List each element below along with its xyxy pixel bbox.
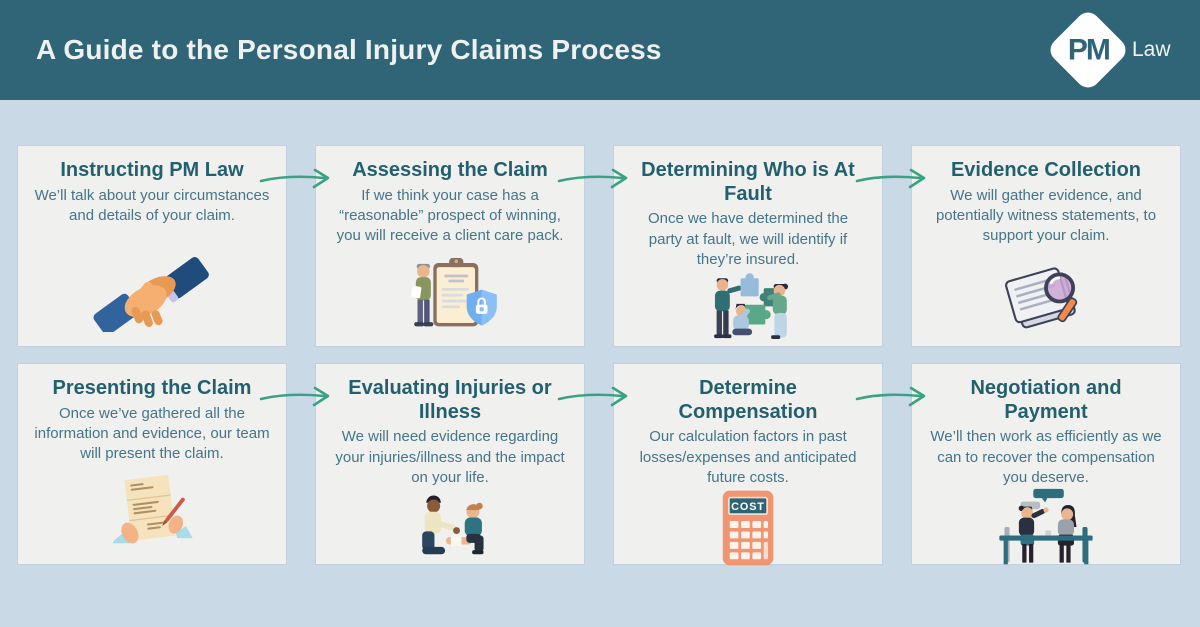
pm-law-logo: PM Law (1045, 7, 1176, 93)
step-card-1: Instructing PM Law We’ll talk about your… (18, 146, 286, 346)
step-title: Assessing the Claim (352, 159, 548, 181)
flow-arrow-6-7 (557, 386, 628, 407)
step-description: Once we’ve gathered all the information … (34, 404, 270, 463)
step-title: Evaluating Injuries or Illness (348, 377, 552, 423)
step-card-7: Determine Compensation Our calculation f… (614, 364, 882, 566)
step-card-2: Assessing the Claim If we think your cas… (316, 146, 584, 346)
first-aid-icon (395, 488, 505, 560)
step-title: Evidence Collection (950, 159, 1142, 181)
clipboard-shield-icon (400, 250, 500, 332)
step-title: Determining Who is At Fault (641, 159, 855, 205)
negotiation-meeting-icon (990, 488, 1102, 566)
step-description: Our calculation factors in past losses/e… (639, 428, 857, 486)
step-title: Instructing PM Law (60, 159, 244, 181)
flow-arrow-5-6 (259, 386, 330, 407)
step-title: Determine Compensation (678, 377, 818, 423)
flow-arrow-3-4 (855, 168, 926, 189)
logo-diamond-icon: PM (1045, 7, 1131, 93)
step-card-3: Determining Who is At Fault Once we have… (614, 146, 882, 346)
step-description: If we think your case has a “reasonable”… (336, 186, 564, 245)
flow-arrow-7-8 (855, 386, 926, 407)
step-description: We will gather evidence, and potentially… (935, 186, 1157, 245)
step-title: Negotiation and Payment (970, 377, 1122, 423)
header-band: A Guide to the Personal Injury Claims Pr… (0, 0, 1200, 100)
step-title: Presenting the Claim (52, 377, 252, 399)
logo-initials: PM (1067, 33, 1109, 66)
cost-calculator-icon: COST (708, 488, 788, 568)
logo-suffix: Law (1132, 38, 1171, 61)
flow-arrow-2-3 (557, 168, 628, 189)
flow-arrow-1-2 (259, 168, 330, 189)
page-title: A Guide to the Personal Injury Claims Pr… (36, 34, 662, 65)
step-card-4: Evidence Collection We will gather evide… (912, 146, 1180, 346)
step-card-5: Presenting the Claim Once we’ve gathered… (18, 364, 286, 564)
writing-letter-icon (100, 468, 204, 550)
evidence-magnifier-icon (994, 250, 1098, 332)
step-card-8: Negotiation and Payment We’ll then work … (912, 364, 1180, 566)
handshake-icon (93, 250, 211, 332)
step-description: Once we have determined the party at fau… (647, 210, 849, 268)
calculator-display-label: COST (731, 502, 765, 514)
step-description: We’ll then work as efficiently as we can… (930, 428, 1162, 486)
step-description: We will need evidence regarding your inj… (335, 428, 565, 486)
step-description: We’ll talk about your circumstances and … (34, 186, 270, 224)
step-card-6: Evaluating Injuries or Illness We will n… (316, 364, 584, 564)
puzzle-teamwork-icon (694, 270, 802, 346)
